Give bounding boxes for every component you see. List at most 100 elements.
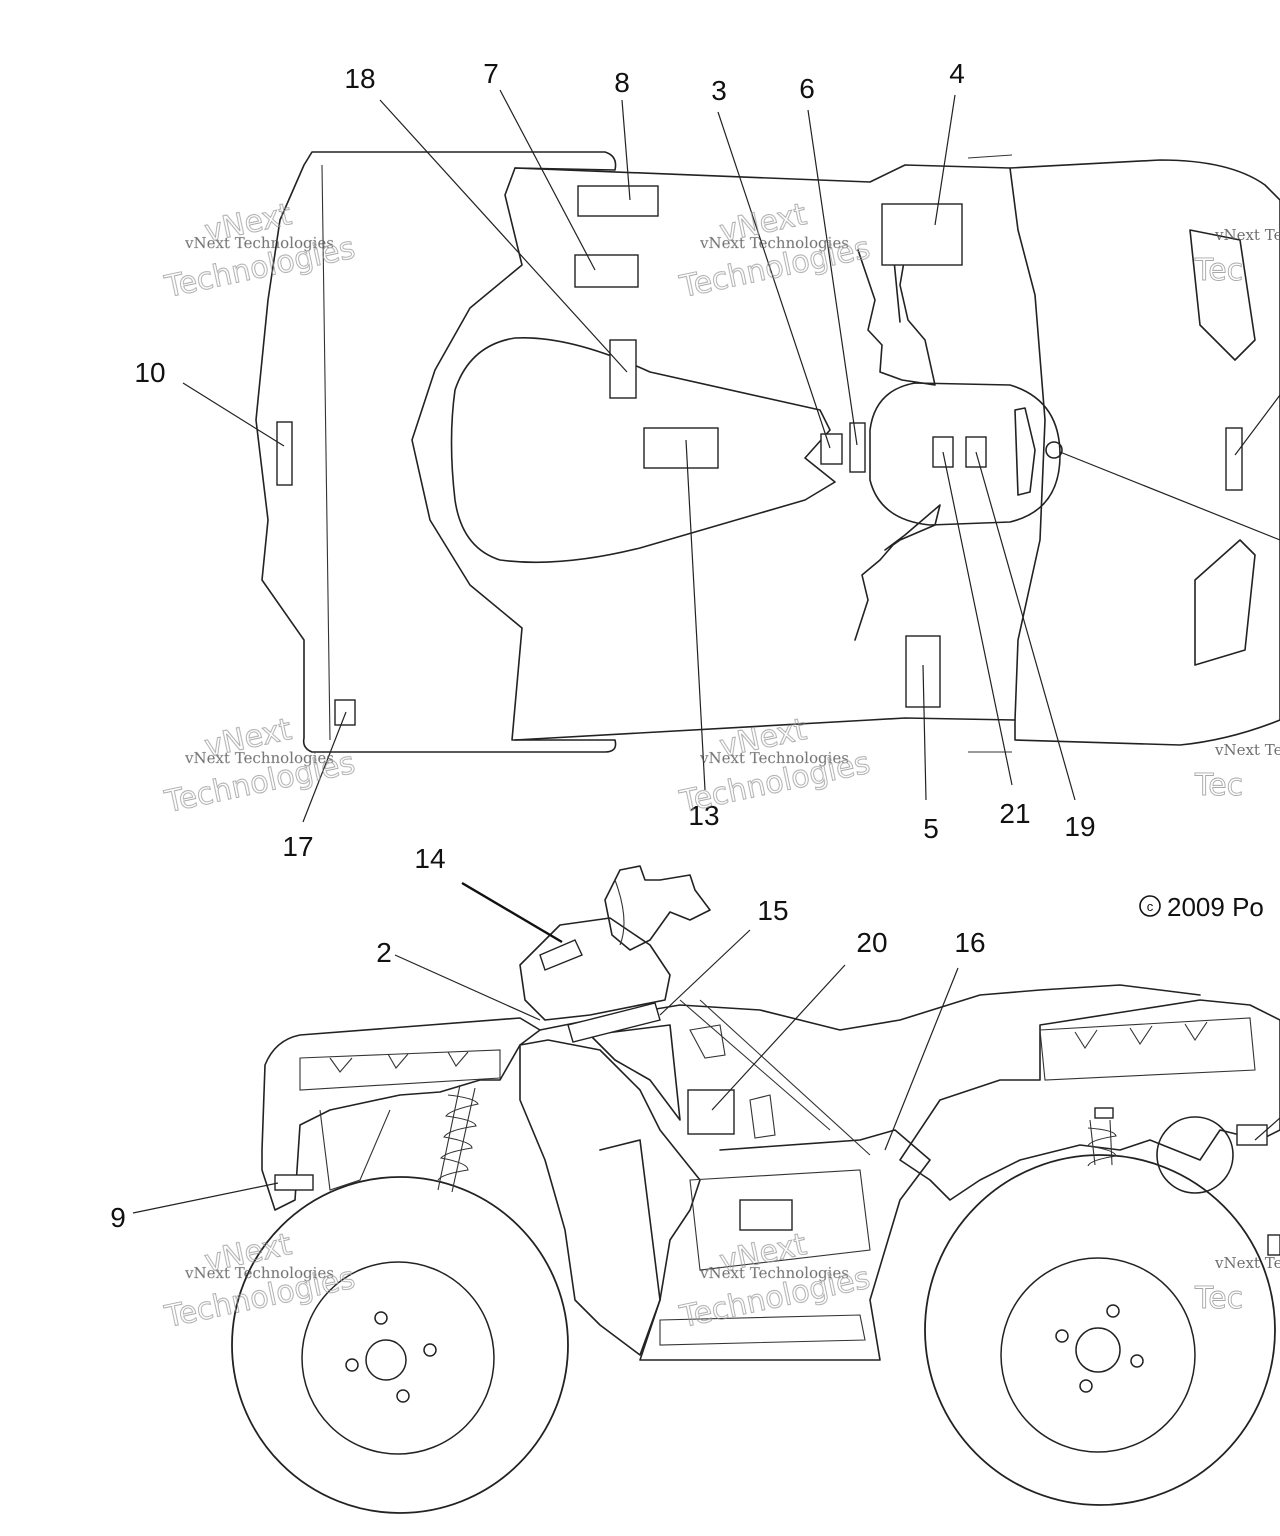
rear-lug	[423, 1343, 437, 1357]
leader-14	[461, 881, 563, 944]
decal-5	[905, 635, 941, 708]
callout-18: 18	[344, 63, 375, 94]
leader-10	[182, 382, 285, 447]
fuel-cap	[1045, 441, 1063, 459]
leader-21	[942, 451, 1013, 786]
leader-front-right	[1234, 394, 1280, 456]
rear-frame	[319, 1109, 391, 1191]
decal-9	[274, 1174, 314, 1191]
svg-text:vNext Technologies: vNext Technologies	[184, 234, 334, 252]
footwell	[599, 1129, 931, 1361]
front-lug	[1106, 1304, 1120, 1318]
body-center-outline	[514, 164, 1046, 741]
decal-8	[577, 185, 659, 217]
leader-2	[394, 954, 541, 1021]
frame-tube	[679, 999, 871, 1156]
leader-4	[934, 94, 956, 226]
side-vents	[689, 1024, 776, 1139]
watermark-2: vNext vNext Technologies Technologies	[676, 197, 874, 306]
callout-20: 20	[856, 927, 887, 958]
callout-17: 17	[282, 831, 313, 862]
headlight-pod	[869, 382, 1061, 526]
decal-7	[574, 254, 639, 288]
copyright-text: 2009 Po	[1167, 892, 1264, 922]
front-vent-upper	[1189, 229, 1256, 361]
leader-19	[975, 451, 1076, 801]
watermark-4: vNext vNext Technologies Technologies	[676, 712, 874, 821]
callout-5: 5	[923, 813, 939, 844]
handlebar-lower	[854, 504, 941, 641]
decal-10	[276, 421, 293, 486]
rear-fender-edge	[321, 164, 331, 741]
top-view: 18 7 8 3 6 4 10 17 13 5 21 19	[134, 58, 1280, 862]
front-tire	[924, 1154, 1276, 1506]
front-pod-side	[519, 917, 671, 1021]
callout-16: 16	[954, 927, 985, 958]
front-fender-outline	[1009, 159, 1280, 746]
rear-hub	[365, 1339, 407, 1381]
leader-5	[922, 664, 927, 801]
rear-lug	[396, 1389, 410, 1403]
callout-14: 14	[414, 843, 445, 874]
callout-9: 9	[110, 1202, 126, 1233]
front-grill-shape	[1014, 407, 1036, 496]
watermark-partial-3: vNext Te	[1214, 741, 1280, 759]
engine-side	[689, 1169, 871, 1271]
rear-lug	[374, 1311, 388, 1325]
tank-triangle	[589, 1024, 681, 1121]
watermark-partial-4: Tec	[1194, 768, 1243, 803]
callout-4: 4	[949, 58, 965, 89]
decal-14	[539, 939, 583, 971]
decal-front-right	[1225, 427, 1243, 491]
front-small-label	[1094, 1107, 1114, 1119]
leader-16	[884, 967, 959, 1151]
front-side-label-2	[1267, 1234, 1280, 1256]
front-hub	[1075, 1327, 1121, 1373]
callout-8: 8	[614, 67, 630, 98]
rear-shock-spring	[437, 1094, 479, 1181]
callout-10: 10	[134, 357, 165, 388]
leader-20	[711, 964, 846, 1111]
decal-18	[609, 339, 637, 399]
front-hub-cover	[1156, 1116, 1234, 1194]
front-vent-lower	[1194, 539, 1256, 666]
leader-9	[132, 1182, 279, 1214]
rear-fender-outline	[255, 151, 617, 753]
side-view: 14 2 15 20 16 9	[110, 843, 1280, 1514]
leader-3	[717, 111, 831, 449]
decal-20	[687, 1089, 735, 1135]
front-shock-spring	[1087, 1127, 1117, 1167]
callout-21: 21	[999, 798, 1030, 829]
leader-13	[685, 439, 706, 791]
seat-outline	[450, 336, 836, 564]
leader-15	[659, 929, 751, 1016]
callout-7: 7	[483, 58, 499, 89]
decal-15	[567, 1002, 661, 1043]
callout-6: 6	[799, 73, 815, 104]
leader-6	[807, 109, 858, 446]
watermark-partial-2: Tec	[1194, 253, 1243, 288]
rear-rack-notches	[329, 1051, 469, 1073]
watermark-partial-6: Tec	[1194, 1281, 1243, 1316]
watermark-partial-1: vNext Te	[1214, 226, 1280, 244]
decal-13	[643, 427, 719, 469]
handlebar-side	[604, 865, 711, 951]
rear-rim	[301, 1261, 495, 1455]
decal-3	[820, 433, 843, 465]
steering-stem	[614, 879, 625, 946]
callout-2: 2	[376, 937, 392, 968]
callout-3: 3	[711, 75, 727, 106]
leader-17	[302, 711, 347, 823]
leader-7	[499, 89, 596, 271]
rear-lug	[345, 1358, 359, 1372]
svg-text:vNext Technologies: vNext Technologies	[699, 1264, 849, 1282]
rear-fender-side	[261, 1017, 541, 1211]
decal-6	[849, 422, 866, 473]
leader-front-side	[1254, 1117, 1280, 1141]
watermark-3: vNext vNext Technologies Technologies	[161, 712, 359, 821]
decal-4	[881, 203, 963, 266]
engine-label	[739, 1199, 793, 1231]
front-lug	[1130, 1354, 1144, 1368]
leader-18	[379, 99, 628, 373]
